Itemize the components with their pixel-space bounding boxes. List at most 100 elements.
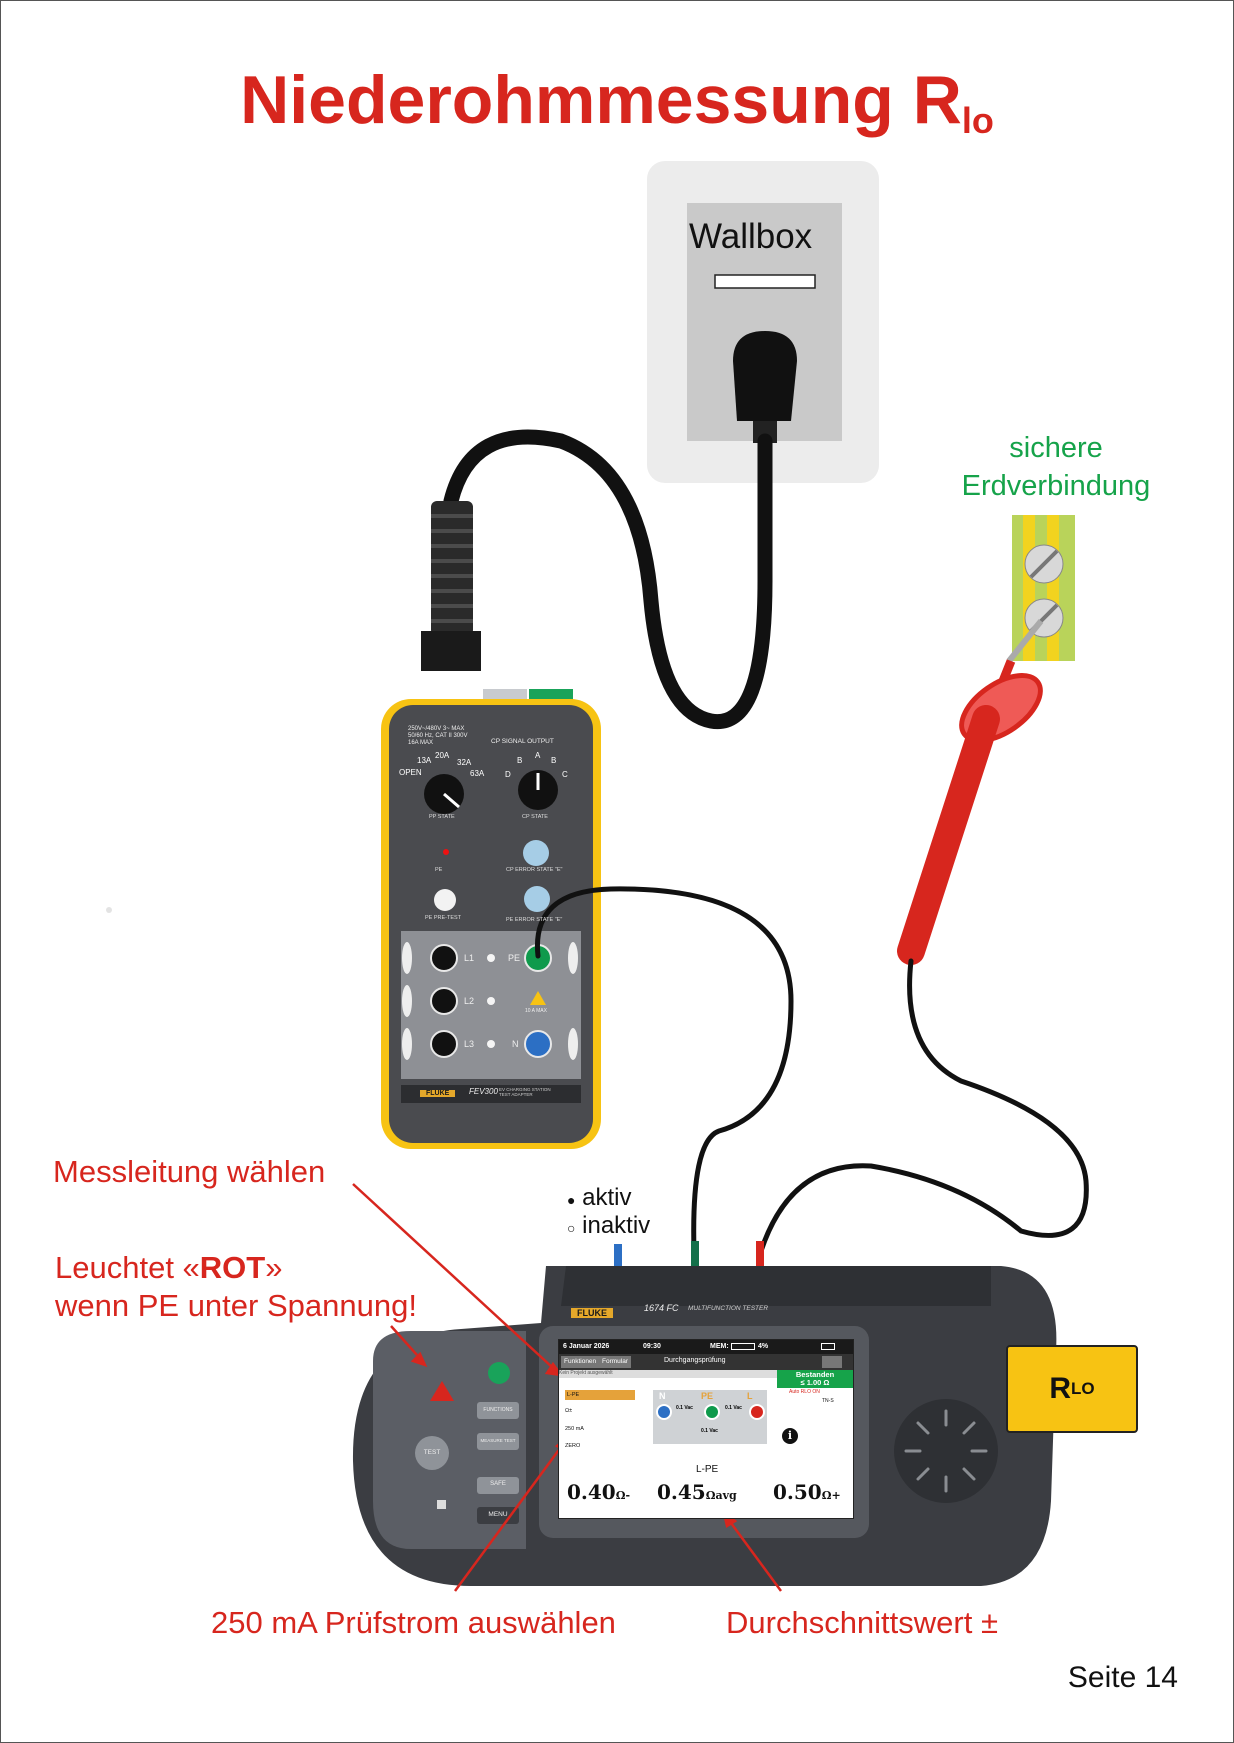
terminal-l3-label: L3 <box>464 1039 475 1049</box>
info-icon[interactable]: i <box>782 1428 798 1444</box>
legend-active: ● aktiv <box>567 1184 632 1211</box>
battery-icon <box>821 1343 835 1350</box>
menu-item-zero[interactable]: ZERO <box>565 1443 581 1449</box>
cp-c: C <box>562 770 568 779</box>
terminal-diagram: N PE L 0.1 Vac 0.1 Vac 0.1 Vac <box>653 1390 767 1444</box>
earth-note: sichere Erdverbindung <box>931 429 1181 505</box>
cp-a: A <box>535 751 541 760</box>
adapter-brand: FLUKE <box>420 1088 456 1097</box>
auto-rlo-label: Auto RLO ON <box>789 1389 820 1395</box>
pe-led-label: PE <box>435 867 443 873</box>
max-current-label: 10 A MAX <box>525 1008 547 1014</box>
measure-key <box>477 1433 519 1450</box>
red-connector <box>756 1241 764 1267</box>
terminal-l1 <box>430 944 458 972</box>
wallbox <box>647 161 879 483</box>
screen-function-title: Durchgangsprüfung <box>664 1357 726 1364</box>
diag-voltage-1: 0.1 Vac <box>676 1405 693 1411</box>
functions-key <box>477 1402 519 1419</box>
blue-connector <box>614 1244 622 1266</box>
result-pass-badge: Bestanden ≤ 1.00 Ω <box>777 1370 853 1388</box>
page-number: Seite 14 <box>1067 1661 1178 1694</box>
terminal-l1-label: L1 <box>464 953 475 963</box>
pp-20a: 20A <box>435 751 450 760</box>
terminal-n-label: N <box>512 1039 519 1049</box>
pp-state-label: PP STATE <box>429 814 455 820</box>
diag-l-terminal-icon <box>749 1404 765 1420</box>
pp-13a: 13A <box>417 756 432 765</box>
pe-test-lead <box>534 886 794 1254</box>
screen-tabs: Funktionen Formular Durchgangsprüfung <box>559 1354 853 1370</box>
pp-63a: 63A <box>470 769 485 778</box>
menu-key-label[interactable]: MENU <box>488 1511 508 1518</box>
diag-n-label: N <box>659 1391 666 1401</box>
adapter-model-desc: EV CHARGING STATION TEST ADAPTER <box>499 1087 551 1097</box>
note-select-lead: Messleitung wählen <box>53 1154 326 1189</box>
note-test-current: 250 mA Prüfstrom auswählen <box>211 1605 616 1640</box>
menu-item-lpe[interactable]: L-PE <box>565 1390 635 1400</box>
pe-pretest-label: PE PRE-TEST <box>425 915 462 921</box>
value-avg: 0.45Ωavg <box>657 1480 737 1504</box>
screen-memory-pct: 4% <box>758 1343 769 1350</box>
warning-icon <box>530 991 546 1005</box>
test-button <box>415 1436 449 1470</box>
power-led <box>488 1362 510 1384</box>
green-connector <box>691 1241 699 1267</box>
note-led-line2: wenn PE unter Spannung! <box>55 1288 417 1323</box>
title-subscript: lo <box>961 100 994 141</box>
red-test-lead <box>758 958 1089 1254</box>
diag-n-terminal-icon <box>656 1404 672 1420</box>
fev300-adapter <box>381 699 601 1149</box>
cp-b-left: B <box>517 756 523 765</box>
terminal-l3 <box>430 1030 458 1058</box>
menu-item-polarity[interactable]: Ω± <box>565 1408 573 1414</box>
safe-key <box>477 1477 519 1494</box>
cp-b-right: B <box>551 756 557 765</box>
pe-warning-led-icon <box>430 1381 454 1401</box>
cp-d: D <box>505 770 511 779</box>
terminal-pe-label: PE <box>508 953 521 963</box>
tester-model: 1674 FC <box>644 1303 679 1313</box>
wallbox-slot <box>714 274 816 289</box>
tab-functions[interactable]: Funktionen <box>561 1356 600 1368</box>
measure-key-label[interactable]: MEASURE TEST <box>480 1438 516 1443</box>
diag-voltage-3: 0.1 Vac <box>701 1428 718 1434</box>
terminal-l2 <box>430 987 458 1015</box>
screen-time: 09:30 <box>643 1343 661 1350</box>
cp-error-label: CP ERROR STATE "E" <box>506 867 563 873</box>
pe-pretest-button <box>434 889 456 911</box>
tab-form[interactable]: Formular <box>599 1356 632 1368</box>
tester-screen: 6 Januar 2026 09:30 MEM: 4% Funktionen F… <box>558 1339 854 1519</box>
legend-inactive: ○ inaktiv <box>567 1212 651 1239</box>
menu-item-current[interactable]: 250 mA <box>565 1426 584 1432</box>
pp-open: OPEN <box>399 768 422 777</box>
diag-pe-label: PE <box>701 1391 714 1401</box>
page-title: Niederohmmessung Rlo <box>240 62 994 141</box>
wallbox-label: Wallbox <box>689 217 813 256</box>
note-average: Durchschnittswert ± <box>726 1605 998 1640</box>
pp-32a: 32A <box>457 758 472 767</box>
pe-error-label: PE ERROR STATE "E" <box>506 917 563 923</box>
tab-extra[interactable] <box>822 1356 842 1368</box>
cp-error-button <box>523 840 549 866</box>
charging-cable <box>443 429 773 730</box>
strain-relief <box>421 501 573 701</box>
note-led: Leuchtet «ROT» wenn PE unter Spannung! <box>55 1250 417 1323</box>
tester-model-desc: MULTIFUNCTION TESTER <box>688 1305 769 1312</box>
safe-key-label[interactable]: SAFE <box>490 1481 506 1487</box>
adapter-model: FEV300 <box>469 1087 498 1096</box>
cp-signal-output-label: CP SIGNAL OUTPUT <box>491 738 554 745</box>
cp-state-label: CP STATE <box>522 814 548 820</box>
screen-memory: MEM: <box>710 1343 729 1350</box>
earth-note-line2: Erdverbindung <box>961 470 1151 502</box>
diag-pe-terminal-icon <box>704 1404 720 1420</box>
functions-key-label[interactable]: FUNCTIONS <box>483 1407 513 1413</box>
earth-note-line1: sichere <box>1009 432 1103 464</box>
note-led-bold: ROT <box>199 1250 266 1285</box>
value-max: 0.50Ω+ <box>773 1480 841 1504</box>
test-button-label[interactable]: TEST <box>423 1449 441 1456</box>
terminal-l2-label: L2 <box>464 996 475 1006</box>
